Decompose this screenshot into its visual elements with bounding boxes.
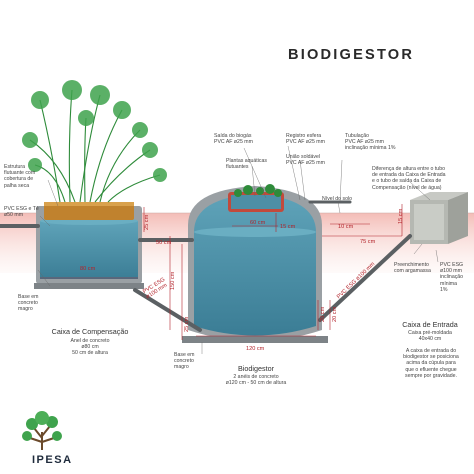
- dim-15-right: 15 cm: [398, 208, 404, 224]
- dim-80: 80 cm: [80, 266, 96, 272]
- dim-15-center: 15 cm: [280, 224, 296, 230]
- compensation-base: [34, 283, 144, 289]
- pipe-from-inlet: [318, 234, 412, 322]
- leader-lines: [37, 145, 439, 354]
- dim-150: 150 cm: [170, 271, 176, 290]
- dim-20b: 20 cm: [332, 306, 338, 322]
- pipes: [0, 200, 412, 332]
- heading-inlet-box: Caixa de Entrada: [402, 320, 458, 329]
- papyrus-plants: [29, 89, 161, 203]
- sub-compensation: Anel de concreto ø80 cm 50 cm de altura: [70, 338, 110, 357]
- desc-inlet-box: A caixa de entrada do biodigestor se pos…: [403, 348, 459, 379]
- dim-10: 10 cm: [338, 224, 354, 230]
- label-pvc-right: PVC ESG ø100 mm inclinação mínima 1%: [440, 262, 464, 293]
- page-title: BIODIGESTOR: [288, 47, 415, 63]
- dim-120: 120 cm: [246, 346, 265, 352]
- heading-biodigester: Biodigestor: [238, 364, 274, 373]
- pipe-to-compensation: [133, 288, 202, 332]
- label-mortar-fill: Preenchimento com argamassa: [394, 262, 431, 275]
- biodigester-base: [182, 336, 328, 343]
- dimension-lines: [40, 204, 403, 340]
- sub-inlet-box: Caixa pré-moldada 40x40 cm: [408, 330, 452, 343]
- inlet-box: [410, 192, 468, 244]
- label-union: União soldável PVC AF ø25 mm: [286, 154, 325, 167]
- label-base-left: Base em concreto magro: [18, 294, 39, 313]
- dim-50: 50 cm: [156, 240, 172, 246]
- label-floating-structure: Estrutura flutuante com cobertura de pal…: [4, 164, 36, 189]
- dim-20a: 20 cm: [320, 306, 326, 322]
- compensation-tank: [22, 80, 167, 289]
- label-floating-plants: Plantas aquáticas flutuantes: [226, 158, 267, 171]
- label-biogas-outlet: Saída do biogás PVC AF ø25 mm: [214, 133, 253, 146]
- dim-60: 60 cm: [250, 220, 266, 226]
- label-tubing: Tubulação PVC AF ø25 mm inclinação mínim…: [345, 133, 396, 152]
- label-pvc-left: PVC ESG e Tê ø50 mm: [4, 206, 39, 219]
- label-ground-level: Nível do solo: [322, 196, 352, 202]
- straw-floating-structure: [44, 202, 134, 220]
- label-ball-valve: Registro esfera PVC AF ø25 mm: [286, 133, 325, 146]
- sub-biodigester: 2 anéis de concreto ø120 cm - 50 cm de a…: [225, 374, 287, 387]
- dim-25-left: 25 cm: [144, 214, 150, 230]
- heading-compensation: Caixa de Compensação: [51, 327, 129, 336]
- biodigester-tank: [182, 184, 328, 343]
- logo-tree-icon: [22, 411, 62, 450]
- dim-75: 75 cm: [360, 239, 376, 245]
- dim-25-center: 25 cm: [184, 316, 190, 332]
- label-height-difference: Diferença de altura entre o tubo de entr…: [372, 166, 446, 191]
- label-base-center: Base em concreto magro: [174, 352, 195, 371]
- logo-text: IPESA: [32, 454, 73, 466]
